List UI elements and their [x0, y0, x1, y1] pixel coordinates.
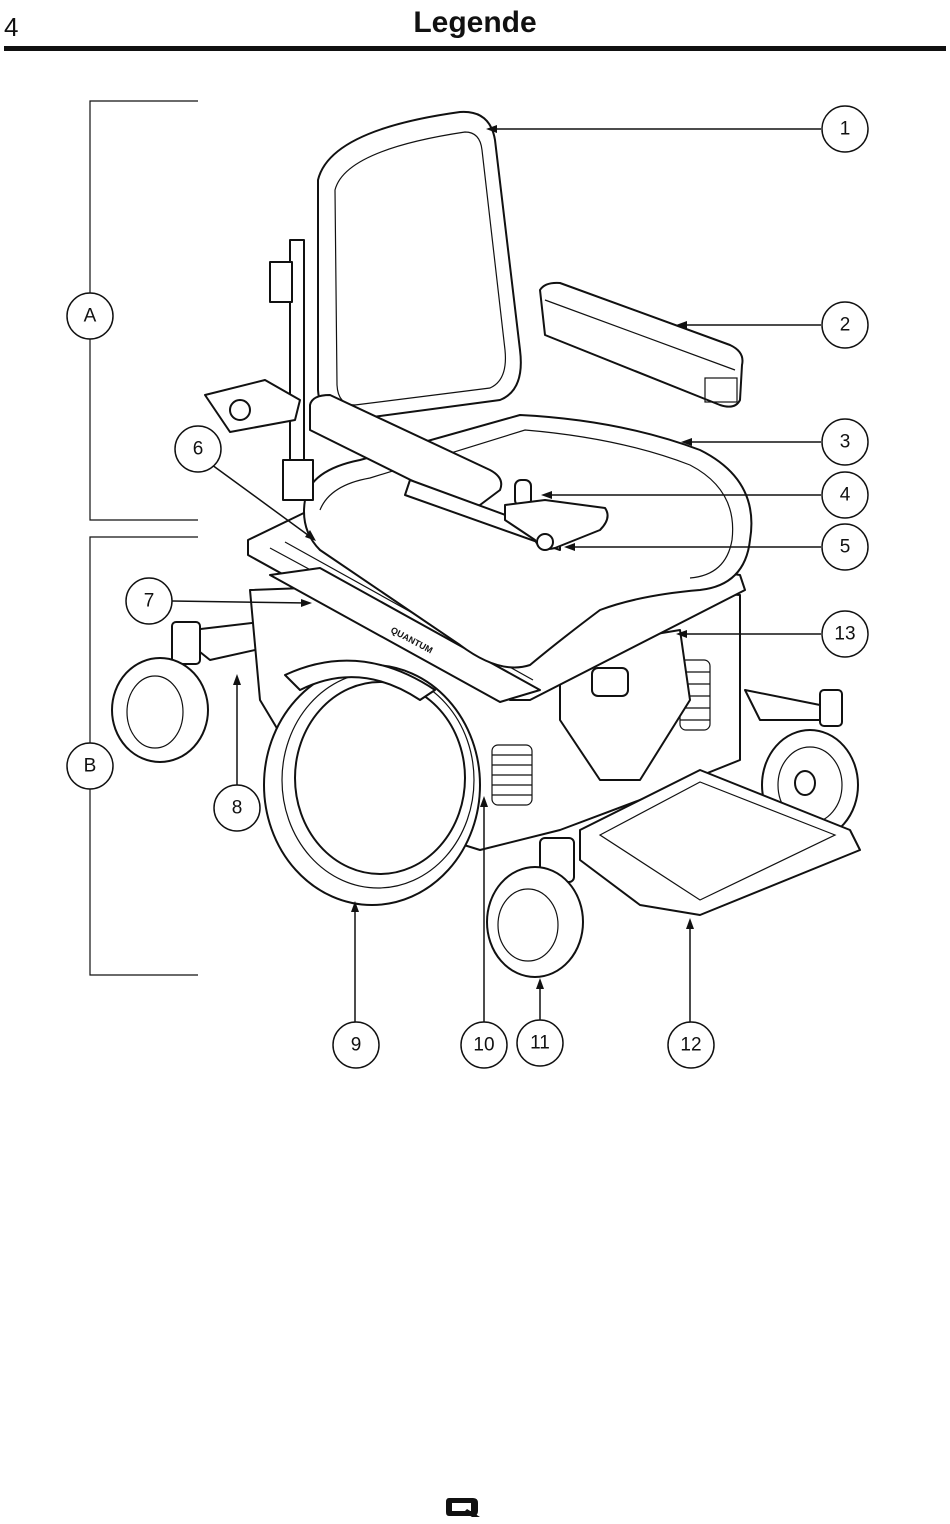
suspension-spring-left [492, 745, 532, 805]
callout-3: 3 [822, 419, 868, 465]
callout-label-3: 3 [840, 432, 851, 453]
callout-1: 1 [822, 106, 868, 152]
callout-group-a: A [67, 293, 113, 339]
callout-11: 11 [517, 1020, 563, 1066]
q-logo-icon [445, 1496, 481, 1518]
callout-9: 9 [333, 1022, 379, 1068]
callout-label-4: 4 [840, 485, 851, 506]
callout-label-9: 9 [351, 1035, 362, 1056]
callout-6: 6 [175, 426, 221, 472]
callout-label-2: 2 [840, 315, 851, 336]
callout-7: 7 [126, 578, 172, 624]
callout-12: 12 [668, 1022, 714, 1068]
callout-label-b: B [84, 756, 97, 777]
callout-label-10: 10 [473, 1035, 494, 1056]
callout-label-1: 1 [840, 119, 851, 140]
callout-label-7: 7 [144, 591, 155, 612]
wheelchair-illustration: QUANTUM [112, 112, 860, 977]
callout-label-5: 5 [840, 537, 851, 558]
callout-5: 5 [822, 524, 868, 570]
callout-2: 2 [822, 302, 868, 348]
callout-label-a: A [84, 306, 97, 327]
callout-10: 10 [461, 1022, 507, 1068]
armrest-right [540, 283, 743, 407]
callout-13: 13 [822, 611, 868, 657]
callout-label-13: 13 [834, 624, 855, 645]
front-caster [487, 838, 583, 977]
callout-label-8: 8 [232, 798, 243, 819]
callout-label-12: 12 [680, 1035, 701, 1056]
backrest [318, 112, 521, 420]
callout-8: 8 [214, 785, 260, 831]
callout-4: 4 [822, 472, 868, 518]
callout-label-11: 11 [530, 1033, 550, 1054]
callout-group-b: B [67, 743, 113, 789]
callout-label-6: 6 [193, 439, 204, 460]
attendant-post [205, 240, 313, 500]
